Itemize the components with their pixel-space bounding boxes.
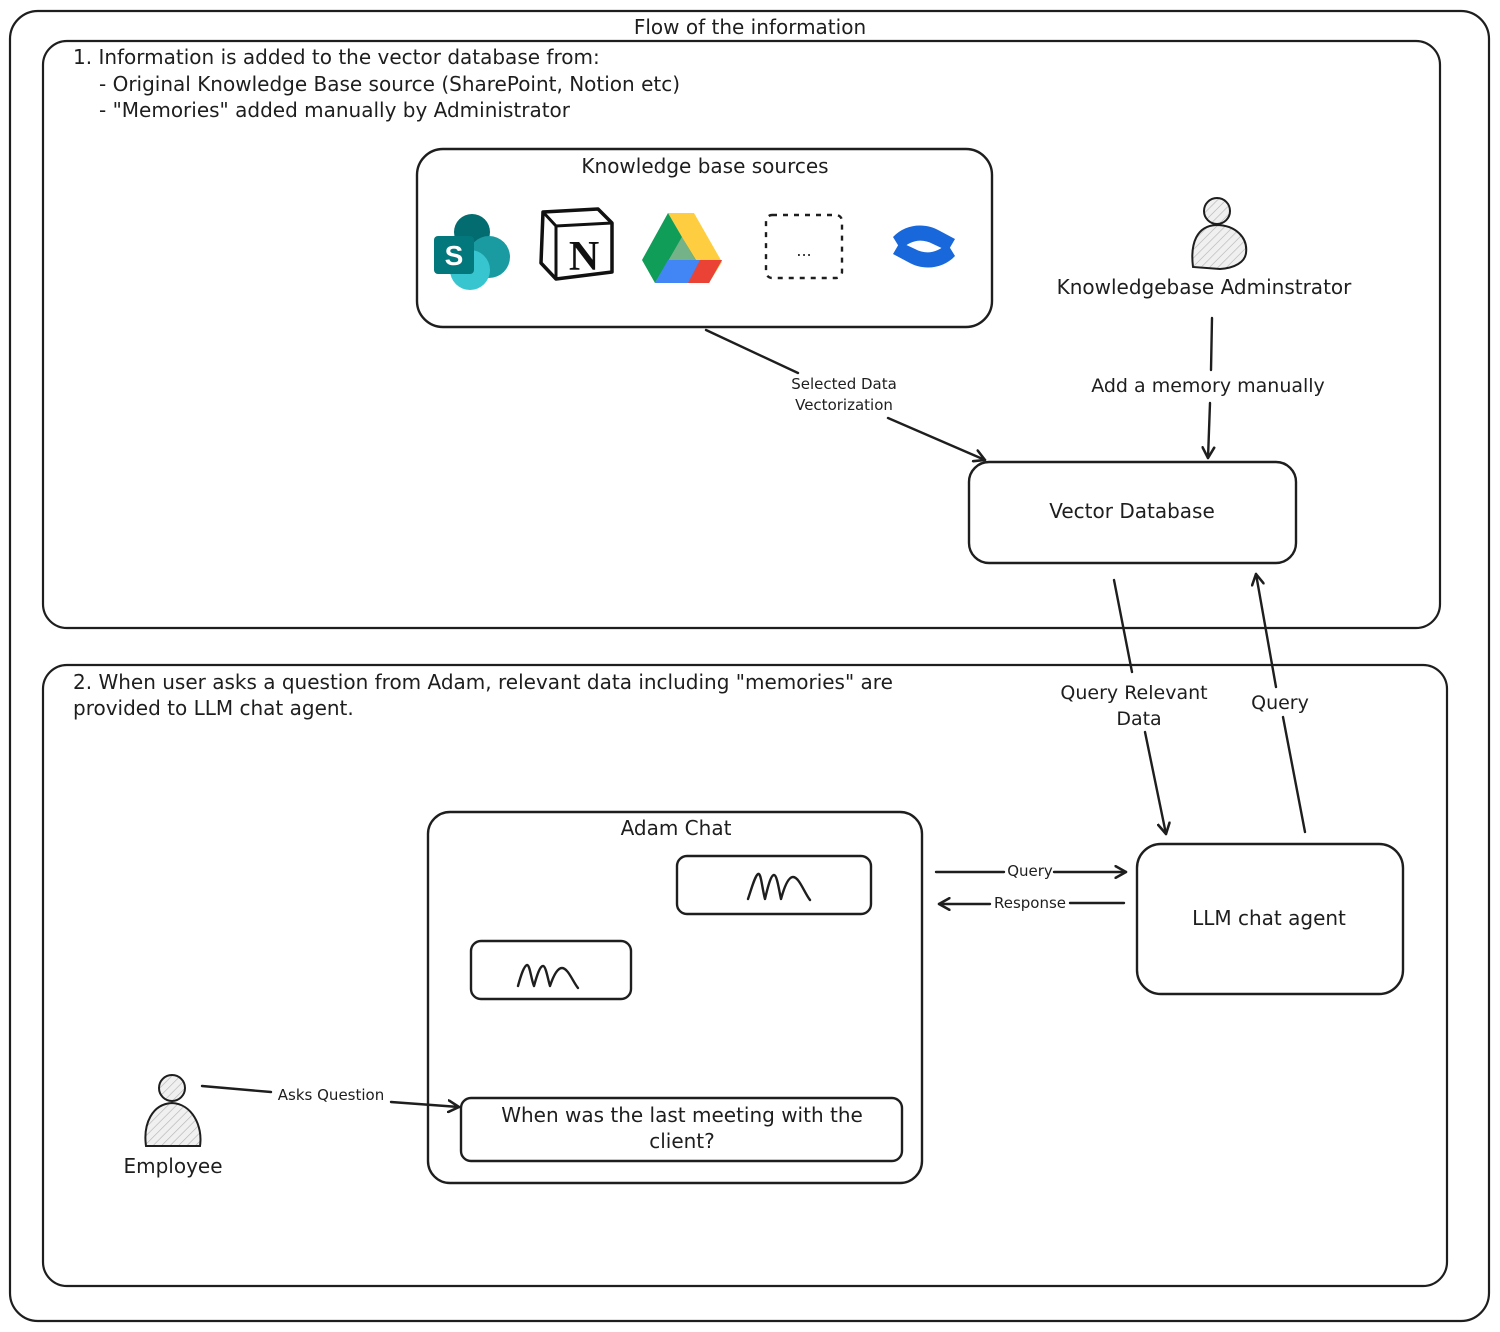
- kb-sources-title: Knowledge base sources: [581, 154, 828, 178]
- section2-heading-line2: provided to LLM chat agent.: [73, 696, 354, 720]
- section2-heading-line1: 2. When user asks a question from Adam, …: [73, 670, 893, 694]
- edge-query-relevant-label-1: Query Relevant: [1060, 682, 1207, 704]
- edge-query-chat-label: Query: [1007, 862, 1053, 880]
- admin-label: Knowledgebase Adminstrator: [1057, 275, 1353, 299]
- llm-chat-agent-box: [1135, 842, 1405, 996]
- edge-response-label: Response: [994, 894, 1066, 912]
- edge-vector-to-llm-upper: [1112, 578, 1134, 674]
- section2-frame: [41, 663, 1449, 1288]
- adam-chat-box: [426, 810, 924, 1185]
- edge-employee-to-question-left: [200, 1084, 273, 1094]
- edge-selected-data-label-1: Selected Data: [791, 375, 897, 393]
- employee-person-icon: [144, 1074, 202, 1147]
- chat-bubble-assistant: [675, 854, 873, 916]
- edge-employee-to-question-right: [389, 1102, 459, 1107]
- more-sources-placeholder: ...: [764, 213, 844, 280]
- google-drive-icon: [642, 213, 722, 283]
- edge-llm-to-vector-upper: [1256, 574, 1278, 689]
- section1-frame: [41, 39, 1442, 630]
- section1-heading: 1. Information is added to the vector da…: [73, 45, 600, 69]
- chat-bubble-user-previous: [469, 939, 633, 1001]
- outer-frame: [8, 9, 1491, 1323]
- kb-sources-box: [415, 147, 994, 329]
- edge-query-relevant-label-2: Data: [1116, 708, 1161, 730]
- edge-kb-to-vector-upper: [704, 328, 800, 375]
- question-text-line2: client?: [649, 1129, 715, 1153]
- confluence-icon: [893, 225, 955, 268]
- notion-icon: N: [539, 207, 614, 281]
- question-input-box: [459, 1096, 904, 1163]
- llm-chat-agent-label: LLM chat agent: [1192, 906, 1346, 930]
- question-text-line1: When was the last meeting with the: [501, 1103, 863, 1127]
- adam-chat-title: Adam Chat: [621, 816, 732, 840]
- vector-database-label: Vector Database: [1049, 499, 1215, 523]
- edge-admin-to-vector-upper: [1209, 316, 1214, 372]
- edge-admin-to-vector-lower: [1208, 401, 1210, 458]
- employee-label: Employee: [123, 1154, 222, 1178]
- svg-text:S: S: [445, 240, 464, 271]
- edge-add-memory-label: Add a memory manually: [1091, 375, 1325, 397]
- edge-asks-question-label: Asks Question: [278, 1086, 384, 1104]
- sharepoint-icon: S: [434, 214, 510, 290]
- svg-text:N: N: [569, 234, 599, 280]
- edge-kb-to-vector-lower: [886, 416, 985, 460]
- diagram-title: Flow of the information: [634, 15, 866, 39]
- vector-database-box: [967, 460, 1298, 565]
- edge-selected-data-label-2: Vectorization: [795, 396, 893, 414]
- edge-llm-to-vector-lower: [1281, 715, 1307, 834]
- admin-person-icon: [1191, 197, 1248, 271]
- section1-bullet-1: - Original Knowledge Base source (ShareP…: [99, 72, 680, 96]
- section1-bullet-2: - "Memories" added manually by Administr…: [99, 98, 571, 122]
- edge-query-up-label: Query: [1251, 692, 1309, 714]
- edge-vector-to-llm-lower: [1143, 730, 1166, 834]
- svg-text:...: ...: [796, 241, 811, 260]
